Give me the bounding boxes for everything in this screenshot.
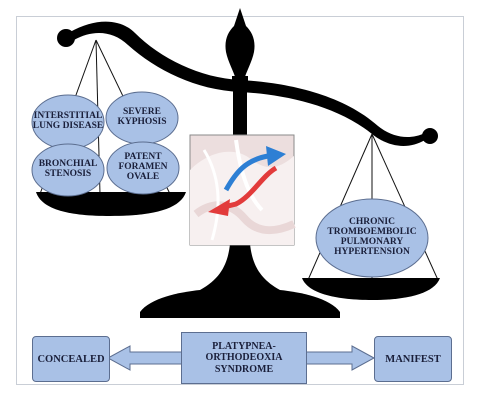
ellipse-bronchial-stenosis <box>31 143 105 197</box>
beam-right-knob <box>422 128 438 144</box>
shunt-arrow-blue <box>223 153 269 192</box>
blue-arrow-head <box>266 146 286 166</box>
label-bronchial-stenosis: BRONCHIAL STENOSIS <box>38 159 98 179</box>
finial-collar <box>232 76 248 84</box>
label-interstitial-lung-disease: INTERSTITIAL LUNG DISEASE <box>32 111 104 131</box>
scale-base <box>140 290 340 318</box>
label-chronic-thromboembolic-pulmonary-hypertension: CHRONIC TROMBOEMBOLIC PULMONARY HYPERTEN… <box>327 217 417 257</box>
scale-finial <box>225 8 255 80</box>
left-pan <box>36 192 186 216</box>
manifest-label: MANIFEST <box>385 353 441 365</box>
beam-left-knob <box>57 29 75 47</box>
scale-foot <box>200 244 280 290</box>
concealed-box: CONCEALED <box>32 336 110 382</box>
ellipse-chronic-thromboembolic <box>315 198 429 278</box>
red-arrow-head <box>208 199 230 216</box>
label-patent-foramen-ovale: PATENT FORAMEN OVALE <box>118 152 168 182</box>
shunt-arrow-red <box>227 165 278 209</box>
right-pan <box>302 278 440 300</box>
label-severe-kyphosis: SEVERE KYPHOSIS <box>117 107 167 127</box>
platypnea-orthodeoxia-syndrome-box: PLATYPNEA- ORTHODEOXIA SYNDROME <box>181 332 307 384</box>
manifest-box: MANIFEST <box>374 336 452 382</box>
right-double-arrow-head <box>303 345 376 371</box>
left-double-arrow-head <box>106 345 183 371</box>
heart-illustration <box>189 134 296 246</box>
concealed-label: CONCEALED <box>37 353 105 365</box>
ellipse-patent-foramen-ovale <box>106 141 180 195</box>
platypnea-orthodeoxia-syndrome-label: PLATYPNEA- ORTHODEOXIA SYNDROME <box>205 340 283 375</box>
